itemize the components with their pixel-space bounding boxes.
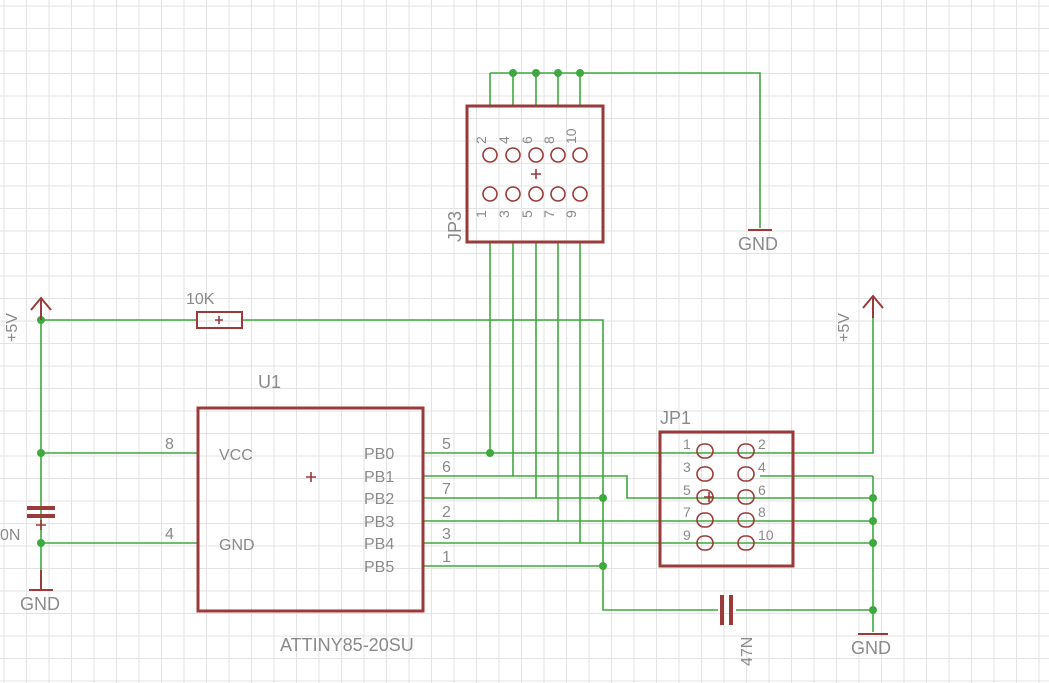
jp1-pin-number: 1 [683,436,691,452]
junction [37,449,45,457]
supply-right-label: +5V [836,313,853,342]
jp1-header: JP1 1 3 5 7 9 2 4 6 8 10 [658,408,795,568]
u1-pin-label: PB2 [364,491,394,508]
u1-pin-number: 7 [442,481,451,498]
junction [532,69,540,77]
capacitor-reset-value: 47N [739,637,756,666]
u1-pin-number: 1 [442,549,451,566]
u1-pin-label: GND [219,537,255,554]
junction [37,539,45,547]
jp3-pad [528,186,544,202]
jp1-pad [696,466,714,482]
jp3-pin-number: 4 [496,136,512,144]
jp3-pin-number: 9 [563,210,579,218]
jp3-name: JP3 [445,211,465,242]
jp3-pad [482,147,498,163]
jp1-pin-number: 8 [758,504,766,520]
wire-pb0 [423,305,874,454]
ground-jp3-symbol: GND [738,229,778,254]
jp3-pad [505,186,521,202]
jp3-pin-number: 3 [496,210,512,218]
supply-left-label: +5V [4,313,21,342]
junction [869,539,877,547]
junctions [37,69,877,614]
jp1-pad [737,535,755,551]
ground-right-symbol: GND [851,633,891,658]
junction [869,606,877,614]
u1-part: ATTINY85-20SU [280,635,414,655]
u1-pin-label: PB3 [364,514,394,531]
u1-pin-number: 3 [442,526,451,543]
u1-pin-label: PB1 [364,469,394,486]
junction [509,69,517,77]
jp3-pad [572,147,588,163]
jp1-pad [737,512,755,528]
supply-left-symbol: +5V [4,296,52,342]
jp3-pin-number: 8 [541,136,557,144]
u1-pin-label: PB5 [364,559,394,576]
junction [869,494,877,502]
u1-pin-number: 8 [165,436,174,453]
jp3-pin-number: 1 [473,210,489,218]
jp3-pad [505,147,521,163]
ground-jp3-label: GND [738,234,778,254]
jp3-pin-number: 6 [519,136,535,144]
junction [599,494,607,502]
jp1-pin-number: 10 [758,527,774,543]
jp1-pad [737,466,755,482]
u1-chip: U1 ATTINY85-20SU 8 VCC 4 GND PB0 PB1 PB2… [165,372,451,655]
capacitor-decoupling-value: 0N [0,527,20,544]
wire-pb1-jp1 [513,475,873,499]
junction [554,69,562,77]
jp1-pin-number: 5 [683,482,691,498]
junction [869,517,877,525]
jp1-pin-number: 6 [758,482,766,498]
jp3-pin-number: 2 [473,136,489,144]
jp3-pin-number: 7 [541,210,557,218]
junction [486,449,494,457]
jp3-pad [528,147,544,163]
ground-left-label: GND [20,594,60,614]
jp1-pin-number: 3 [683,459,691,475]
ground-right-label: GND [851,638,891,658]
u1-pin-label: VCC [219,447,253,464]
jp3-pin-number: 5 [519,210,535,218]
capacitor-reset: 47N [720,595,756,666]
jp3-pad [572,186,588,202]
u1-pin-number: 6 [442,459,451,476]
jp3-pad [482,186,498,202]
u1-pin-number: 2 [442,504,451,521]
jp1-pin-number: 7 [683,504,691,520]
u1-pin-label: PB0 [364,446,394,463]
jp1-pin-number: 9 [683,527,691,543]
jp1-pad [696,535,714,551]
junction [599,562,607,570]
wire-resistor-to-reset [242,319,718,611]
u1-pin-label: PB4 [364,536,394,553]
resistor-value: 10K [186,291,215,308]
resistor-10k: 10K [186,291,243,329]
jp1-pad [737,443,755,459]
jp3-pad [550,186,566,202]
u1-pin-number: 4 [165,526,174,543]
jp1-pin-number: 4 [758,459,766,475]
u1-pin-number: 5 [442,436,451,453]
jp1-pad [737,489,755,505]
jp1-pin-number: 2 [758,436,766,452]
jp1-pad [696,443,714,459]
wires [40,72,874,632]
capacitor-decoupling: 0N [0,506,55,544]
u1-name: U1 [258,372,281,392]
wire-pb2 [423,242,537,499]
jp3-header: JP3 2 4 6 8 10 1 3 5 7 9 [445,104,605,244]
jp3-pad [550,147,566,163]
jp1-pad [696,512,714,528]
jp3-pin-number: 10 [563,128,579,144]
jp1-name: JP1 [660,408,691,428]
supply-right-symbol: +5V [836,294,884,342]
junction [576,69,584,77]
ground-left-symbol: GND [20,570,60,614]
